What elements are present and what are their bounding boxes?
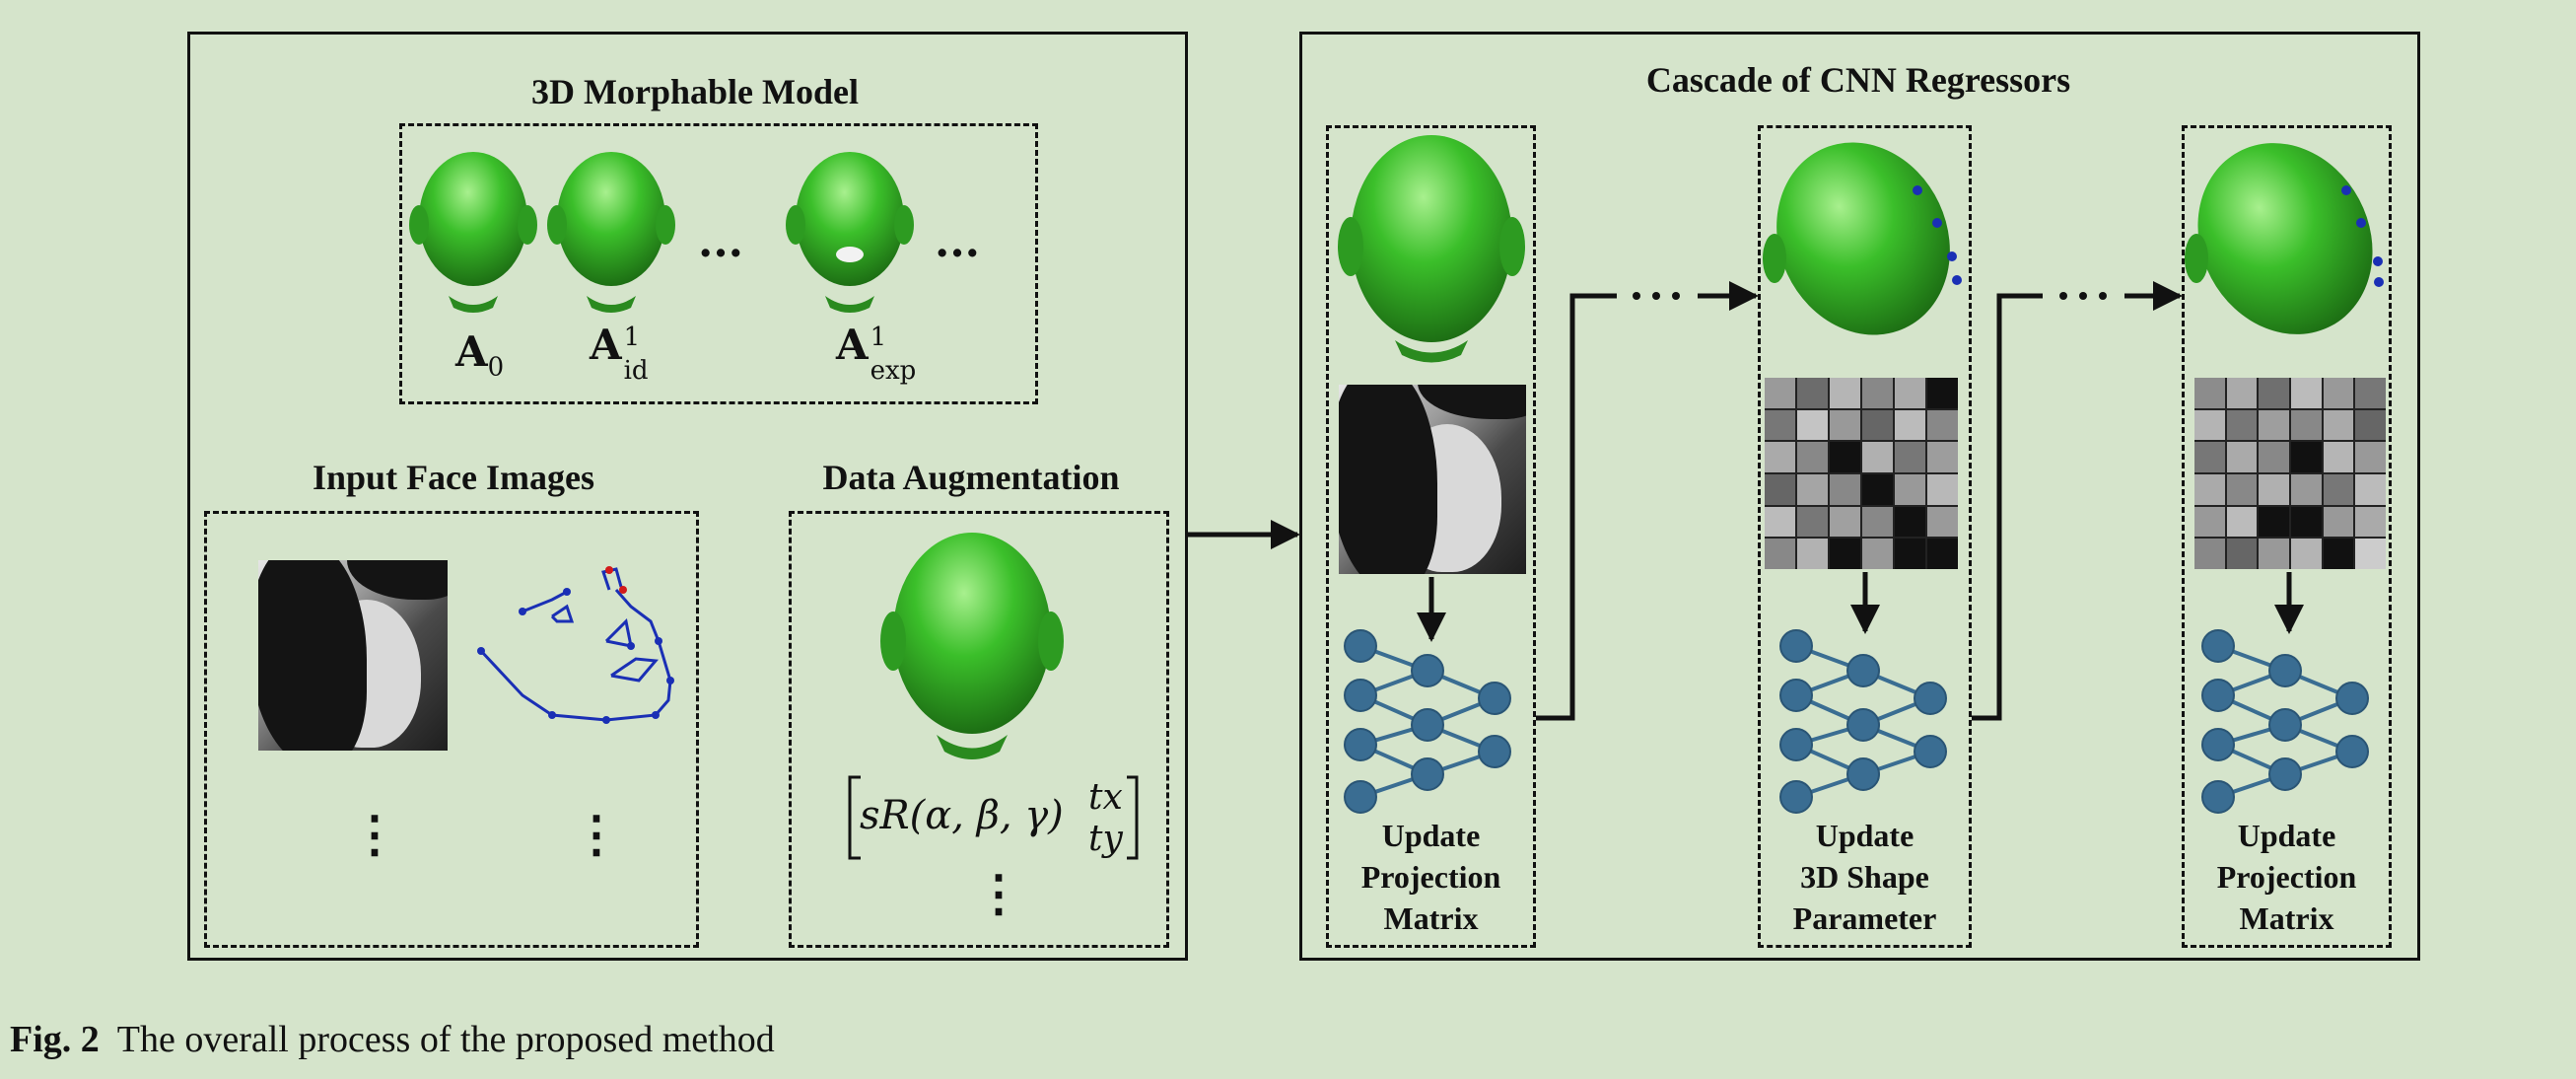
augmentation-face bbox=[880, 533, 1064, 759]
stage-1-network bbox=[1344, 629, 1511, 814]
landmark-sketch bbox=[477, 566, 674, 724]
stage-1-face-photo bbox=[1339, 385, 1526, 574]
expression-face-aexp bbox=[786, 152, 914, 313]
figure-caption: Fig. 2 The overall process of the propose… bbox=[10, 1018, 775, 1061]
morphable-model-title: 3D Morphable Model bbox=[531, 72, 859, 111]
stage-2-to-3-connector bbox=[1972, 293, 2043, 721]
stage-3-feature-patches bbox=[2194, 378, 2386, 569]
input-face-images-title: Input Face Images bbox=[313, 458, 594, 497]
figure-number: Fig. 2 bbox=[10, 1019, 100, 1060]
pose-matrix-left: sR(α, β, γ) bbox=[860, 793, 1064, 838]
stage-2-face bbox=[1763, 142, 1962, 335]
left-panel bbox=[187, 32, 1188, 961]
identity-face-aid bbox=[547, 152, 675, 313]
stage-3-network bbox=[2201, 629, 2369, 814]
data-augmentation-title: Data Augmentation bbox=[822, 458, 1120, 497]
data-augmentation-box bbox=[789, 511, 1169, 948]
pose-matrix-brackets bbox=[848, 775, 1139, 860]
morphable-ellipsis-2: ... bbox=[935, 217, 980, 267]
stage-1-face bbox=[1338, 135, 1525, 363]
cascade-title: Cascade of CNN Regressors bbox=[1645, 60, 2071, 100]
stage-2-feature-patches bbox=[1765, 378, 1958, 569]
stage-3-face bbox=[2185, 143, 2384, 334]
mean-face-a0 bbox=[409, 152, 537, 313]
right-panel bbox=[1299, 32, 2420, 961]
input-face-images-box bbox=[204, 511, 699, 948]
stage-2-network bbox=[1779, 629, 1947, 814]
pose-matrix-ty: ty bbox=[1088, 819, 1123, 859]
input-face-photo bbox=[258, 560, 448, 751]
figure-caption-text: The overall process of the proposed meth… bbox=[116, 1019, 775, 1060]
stage-1-box bbox=[1326, 125, 1536, 948]
stage-2-label: Update 3D Shape Parameter bbox=[1792, 818, 1937, 936]
pose-matrix-tx: tx bbox=[1088, 777, 1123, 818]
stage-3-box bbox=[2182, 125, 2392, 948]
stage-2-box bbox=[1758, 125, 1972, 948]
stage-1-to-2-connector bbox=[1536, 293, 1617, 721]
morphable-model-box bbox=[399, 123, 1038, 404]
stage-3-label: Update Projection Matrix bbox=[2216, 818, 2357, 936]
morphable-ellipsis-1: ... bbox=[698, 217, 743, 267]
a0-label: A0 bbox=[455, 327, 505, 383]
stage-1-label: Update Projection Matrix bbox=[1360, 818, 1501, 936]
